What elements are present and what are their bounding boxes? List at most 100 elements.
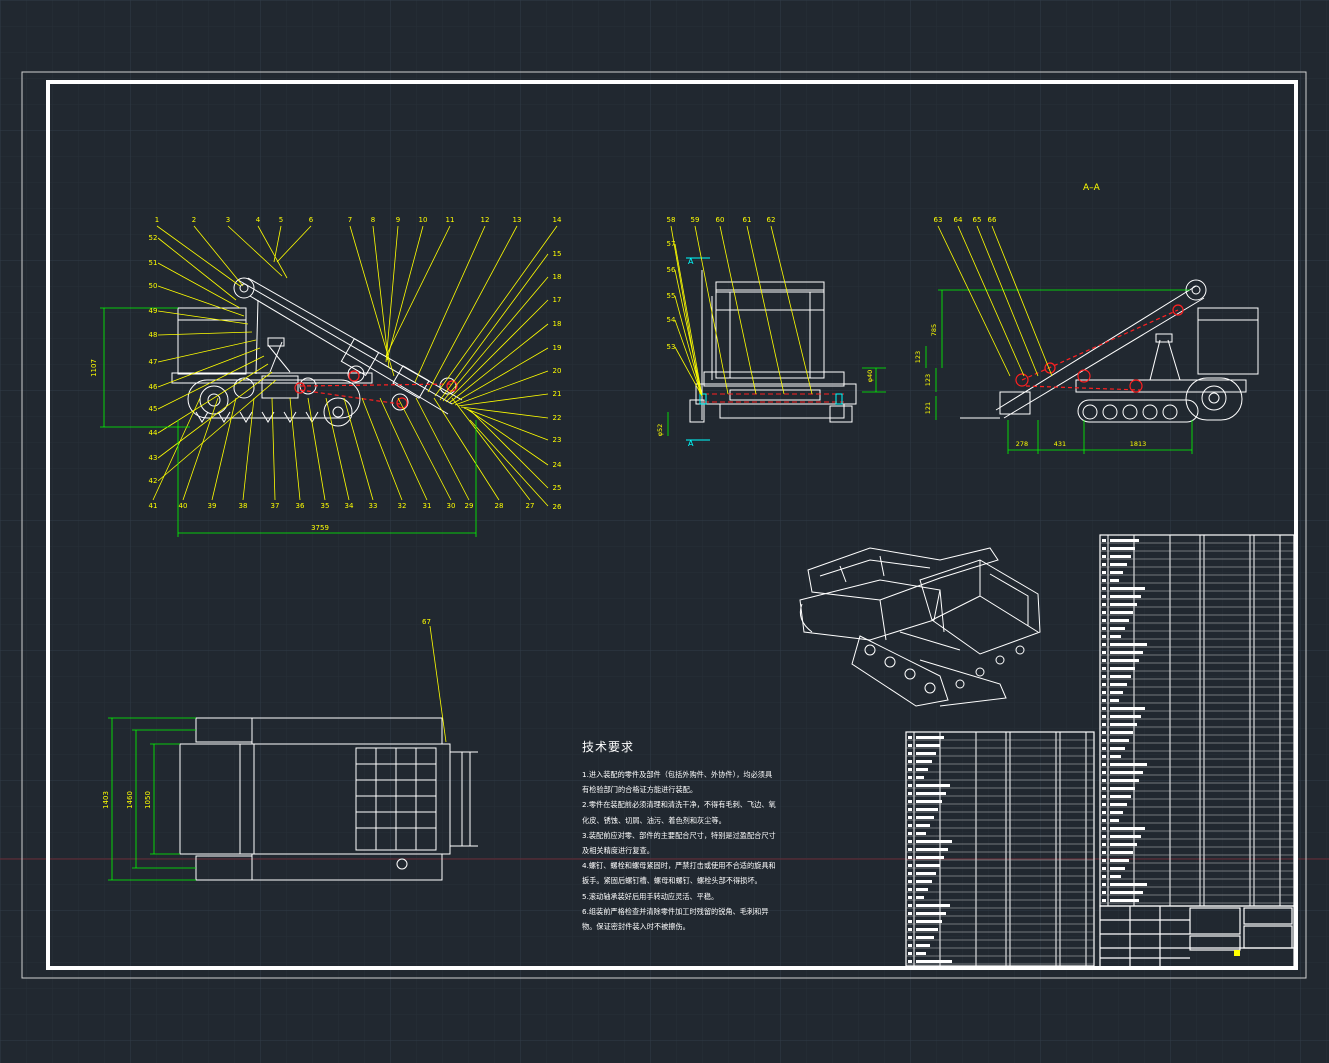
- front-label-bottom: 31: [423, 502, 432, 510]
- leader-line: [276, 225, 312, 263]
- front-label-top: 13: [513, 216, 522, 224]
- leader-line: [674, 243, 703, 397]
- leader-line: [433, 397, 500, 501]
- leader-line: [157, 310, 249, 325]
- leader-line: [156, 225, 241, 287]
- leader-line: [674, 269, 703, 397]
- front-label-top: 3: [226, 216, 230, 224]
- front-label-left: 52: [149, 234, 158, 242]
- front-label-bottom: 36: [296, 502, 305, 510]
- leader-line: [937, 225, 1011, 377]
- front-label-left: 44: [149, 429, 158, 437]
- leader-line: [442, 276, 549, 402]
- dim-front-height: 1107: [90, 359, 98, 377]
- side-view-cyan-parts: [686, 257, 843, 441]
- section-label-top: 65: [973, 216, 982, 224]
- front-label-right: 19: [553, 344, 562, 352]
- front-view-red-parts: [294, 370, 458, 409]
- top-view-machine: [179, 717, 478, 881]
- front-label-left: 42: [149, 477, 158, 485]
- leader-line: [385, 225, 399, 363]
- leader-line: [957, 225, 1025, 377]
- side-view-dimensions: [667, 367, 886, 436]
- side-label-left: 56: [667, 266, 676, 274]
- leader-line: [469, 419, 549, 507]
- tech-line: 扳手。紧固后螺钉槽、螺母和螺钉、螺栓头部不得损坏。: [582, 876, 762, 886]
- tech-line: 2.零件在装配前必须清理和清洗干净，不得有毛刺、飞边、氧: [582, 800, 776, 810]
- dim-side-left: φ52: [656, 424, 664, 437]
- front-label-right: 24: [553, 461, 562, 469]
- side-label-left: 55: [667, 292, 676, 300]
- top-view-dimensions: [108, 717, 196, 881]
- section-label-top: 64: [954, 216, 963, 224]
- leader-line: [439, 253, 549, 401]
- leader-line: [451, 347, 549, 405]
- front-label-left: 49: [149, 307, 158, 315]
- front-label-bottom: 29: [465, 502, 474, 510]
- leader-line: [414, 225, 486, 383]
- leader-line: [157, 355, 265, 410]
- front-label-right: 17: [553, 296, 562, 304]
- front-label-top: 9: [396, 216, 400, 224]
- tech-line: 及相关精度进行复查。: [582, 846, 654, 856]
- leader-line: [694, 225, 729, 395]
- front-label-right: 22: [553, 414, 562, 422]
- parts-list-table-left: [905, 731, 1095, 967]
- front-label-bottom: 38: [239, 502, 248, 510]
- front-label-top: 1: [155, 216, 159, 224]
- leader-line: [307, 397, 326, 501]
- leader-line: [157, 347, 261, 388]
- front-label-top: 14: [553, 216, 562, 224]
- section-dimension: 1813: [1130, 440, 1147, 448]
- leader-line: [273, 225, 282, 263]
- section-view-machine: [960, 279, 1259, 423]
- front-label-right: 18: [553, 273, 562, 281]
- leader-line: [325, 397, 350, 501]
- dim-top-3: 1050: [144, 791, 152, 809]
- side-view-red-parts: [704, 393, 844, 403]
- leader-line: [157, 262, 241, 309]
- leader-line: [157, 371, 273, 459]
- front-label-top: 5: [279, 216, 283, 224]
- front-label-bottom: 40: [179, 502, 188, 510]
- front-label-left: 45: [149, 405, 158, 413]
- tech-line: 3.装配前应对零、部件的主要配合尺寸，特别是过盈配合尺寸: [582, 830, 776, 840]
- front-label-bottom: 34: [345, 502, 354, 510]
- section-view-leaders: [937, 225, 1053, 377]
- leader-line: [227, 225, 283, 277]
- section-dimension: 123: [914, 351, 922, 363]
- leader-line: [445, 299, 549, 403]
- side-view-leaders: [670, 225, 813, 397]
- leader-line: [182, 397, 219, 501]
- section-label-top: 66: [988, 216, 997, 224]
- front-label-bottom: 30: [447, 502, 456, 510]
- section-view-red-parts: [1015, 304, 1184, 393]
- front-label-bottom: 35: [321, 502, 330, 510]
- dim-top-1: 1403: [102, 791, 110, 809]
- leader-line: [157, 339, 257, 363]
- front-label-left: 43: [149, 454, 158, 462]
- front-label-left: 51: [149, 259, 158, 267]
- side-label-top: 59: [691, 216, 700, 224]
- side-label-left: 54: [667, 316, 676, 324]
- front-label-right: 26: [553, 503, 562, 511]
- front-label-right: 18: [553, 320, 562, 328]
- front-label-bottom: 32: [398, 502, 407, 510]
- front-label-left: 46: [149, 383, 158, 391]
- leader-line: [451, 397, 531, 501]
- leader-line: [746, 225, 785, 395]
- section-mark-top: A: [688, 257, 694, 266]
- side-view-machine: [689, 270, 857, 423]
- leader-line: [379, 397, 428, 501]
- leader-line: [415, 397, 470, 501]
- front-view-leaders: [152, 225, 558, 507]
- tech-line: 6.组装前严格检查并清除零件加工时残留的锐角、毛刺和异: [582, 906, 769, 916]
- front-label-bottom: 28: [495, 502, 504, 510]
- side-label-top: 61: [743, 216, 752, 224]
- front-label-bottom: 27: [526, 502, 535, 510]
- top-view-leader: [429, 625, 447, 743]
- tech-line: 物。保证密封件装入时不被擦伤。: [582, 922, 690, 932]
- front-label-right: 20: [553, 367, 562, 375]
